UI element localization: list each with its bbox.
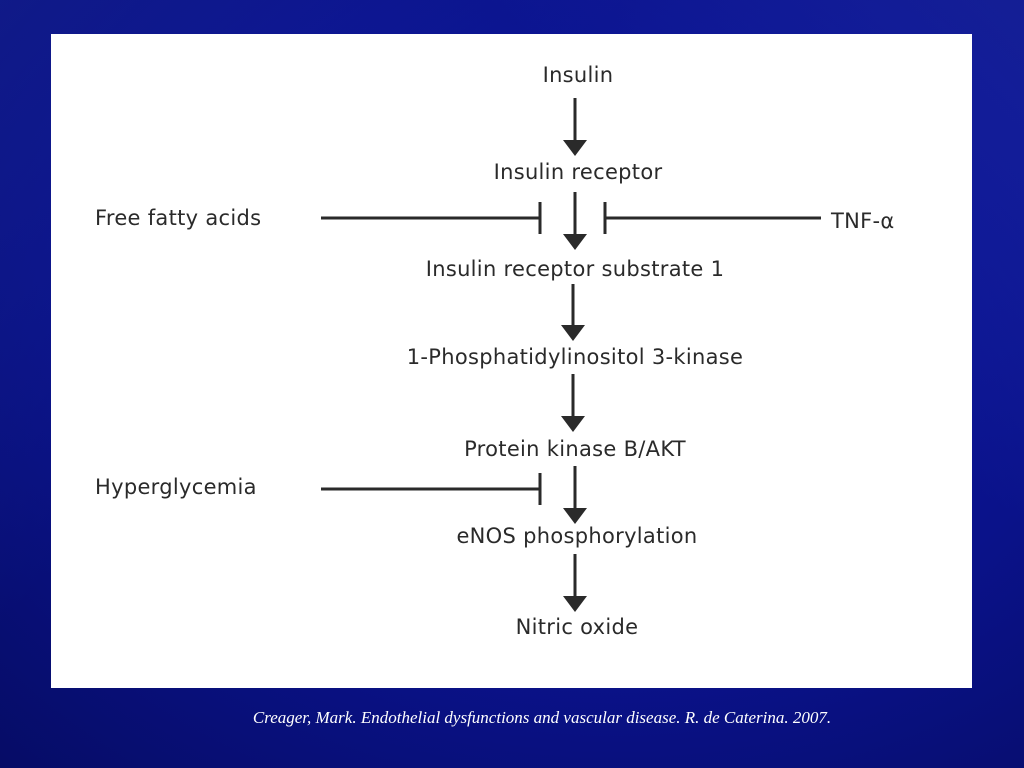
node-nitric-oxide: Nitric oxide: [516, 615, 639, 639]
node-insulin-receptor: Insulin receptor: [494, 160, 663, 184]
arrowhead-4: [561, 416, 585, 432]
inhibitor-free-fatty-acids: Free fatty acids: [95, 206, 261, 230]
arrowhead-1: [563, 140, 587, 156]
citation-text: Creager, Mark. Endothelial dysfunctions …: [252, 708, 832, 727]
inhibitor-hyperglycemia: Hyperglycemia: [95, 475, 257, 499]
pathway-figure: Insulin Insulin receptor Insulin recepto…: [51, 34, 972, 688]
pathway-diagram: Insulin Insulin receptor Insulin recepto…: [95, 63, 895, 639]
arrowhead-5: [563, 508, 587, 524]
node-insulin: Insulin: [543, 63, 614, 87]
arrowhead-6: [563, 596, 587, 612]
node-pi3-kinase: 1-Phosphatidylinositol 3-kinase: [407, 345, 744, 369]
arrowhead-2: [563, 234, 587, 250]
arrowhead-3: [561, 325, 585, 341]
node-protein-kinase-b-akt: Protein kinase B/AKT: [464, 437, 686, 461]
node-insulin-receptor-substrate-1: Insulin receptor substrate 1: [426, 257, 725, 281]
node-enos-phosphorylation: eNOS phosphorylation: [456, 524, 697, 548]
inhibitor-tnf-alpha: TNF-α: [830, 209, 895, 233]
